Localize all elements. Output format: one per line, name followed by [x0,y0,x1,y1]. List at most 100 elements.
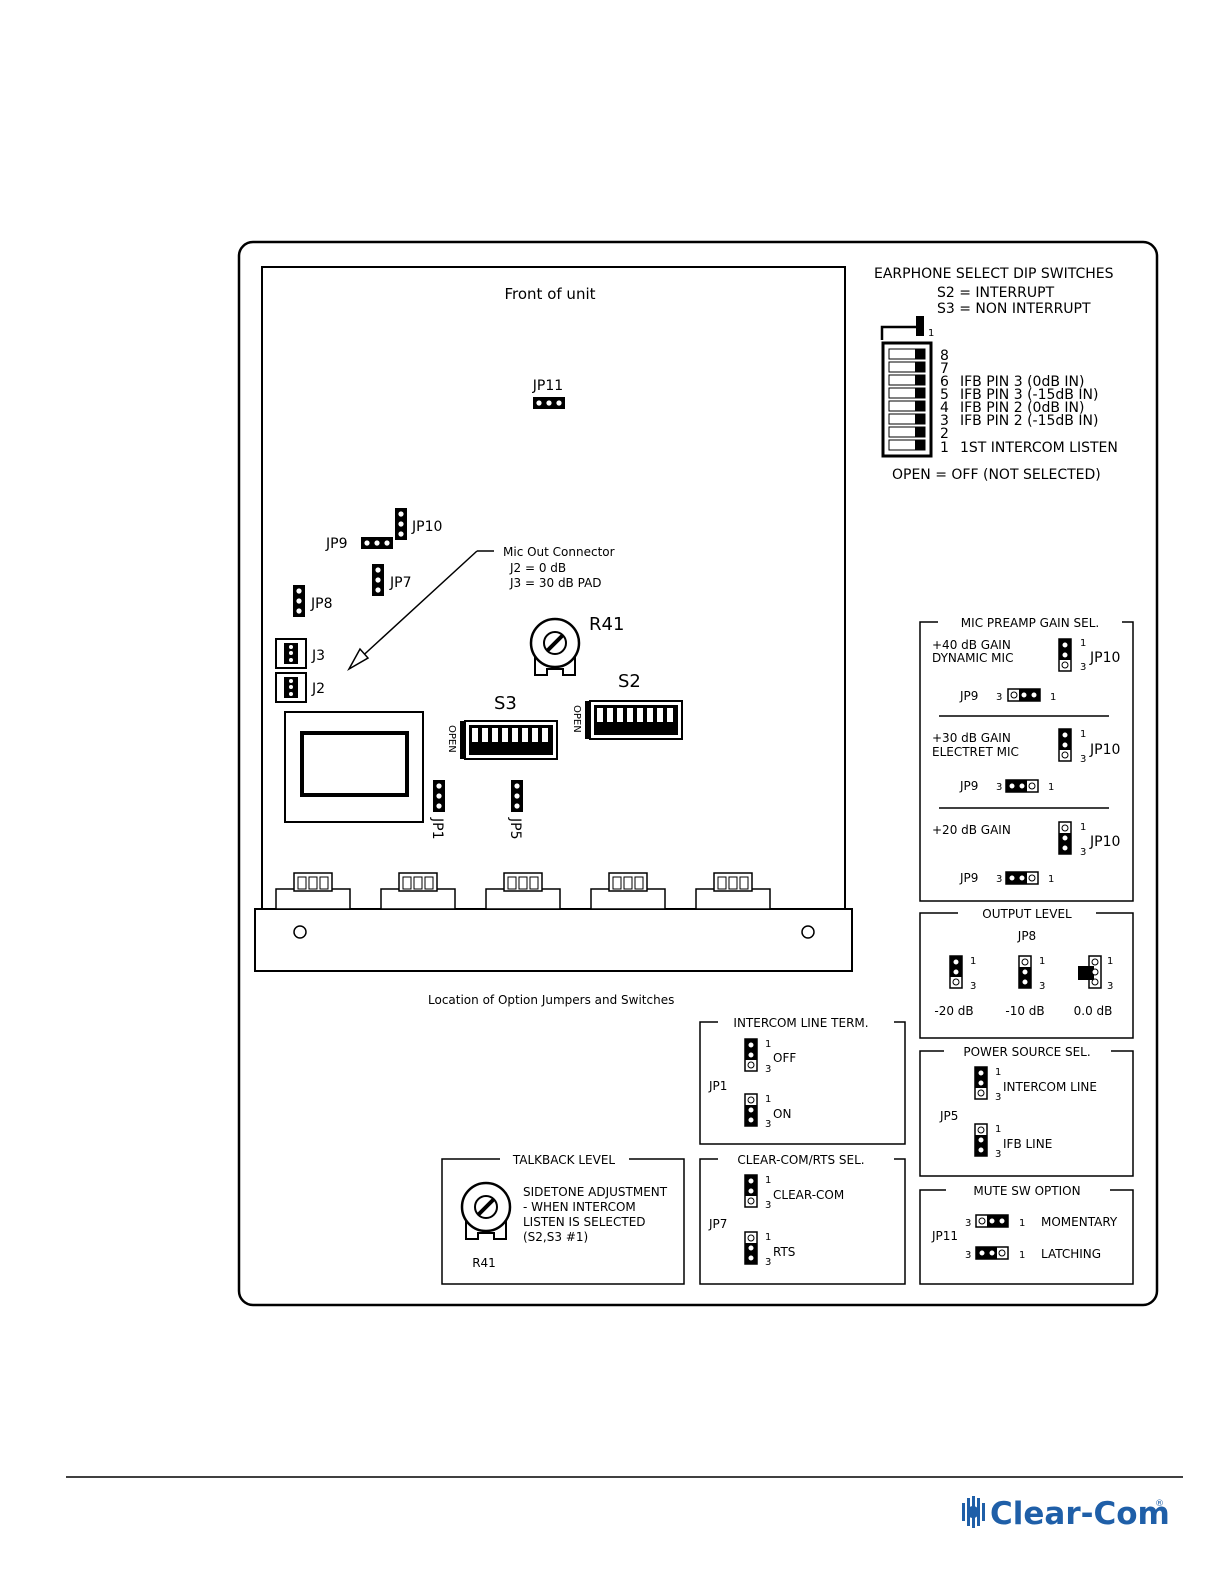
mute-option-section: MUTE SW OPTION 3 1 MOMENTARY JP11 3 1 LA… [919,1184,1134,1285]
mute-opt-latching: LATCHING [1041,1247,1101,1261]
dip-pos-2-num: 2 [940,426,949,442]
earphone-title: EARPHONE SELECT DIP SWITCHES [874,266,1114,282]
j3-label: J3 [311,648,325,664]
power-opt-intercom: INTERCOM LINE [1003,1080,1097,1094]
logo-text: Clear-Com [990,1496,1170,1532]
diagram-caption: Location of Option Jumpers and Switches [428,993,674,1007]
output-level-title: OUTPUT LEVEL [982,907,1072,921]
dip-pos-4-num: 4 [940,400,949,416]
svg-text:3: 3 [1080,754,1086,765]
mic-opt2-b: ELECTRET MIC [932,745,1019,759]
mic-opt1-b: DYNAMIC MIC [932,651,1013,665]
jp5-board-label: JP5 [507,817,523,839]
earphone-s3: S3 = NON INTERRUPT [937,301,1091,317]
talkback-line1: SIDETONE ADJUSTMENT [523,1185,668,1199]
clearcom-opt: CLEAR-COM [773,1188,844,1202]
talkback-section: TALKBACK LEVEL R41 SIDETONE ADJUSTMENT -… [441,1153,685,1285]
clearcom-rts-section: CLEAR-COM/RTS SEL. 1 3 CLEAR-COM JP7 1 3… [699,1153,906,1285]
svg-text:1: 1 [1080,822,1086,833]
svg-text:1: 1 [1050,692,1056,703]
talkback-line2: - WHEN INTERCOM [523,1200,636,1214]
jp9-board-label: JP9 [325,536,347,552]
svg-text:3: 3 [765,1064,771,1075]
svg-text:1: 1 [1048,874,1054,885]
earphone-open-note: OPEN = OFF (NOT SELECTED) [892,467,1101,483]
svg-text:3: 3 [996,874,1002,885]
svg-text:1: 1 [765,1094,771,1105]
svg-text:3: 3 [995,1092,1001,1103]
svg-text:3: 3 [765,1119,771,1130]
mic-opt2-a: +30 dB GAIN [932,731,1011,745]
dip-pos-1-num: 1 [940,440,949,456]
dip-pos-7-num: 7 [940,361,949,377]
mic-preamp-section: MIC PREAMP GAIN SEL. +40 dB GAIN DYNAMIC… [919,616,1134,902]
clearcom-rts-jp7: JP7 [708,1217,727,1231]
svg-text:1: 1 [1107,956,1113,967]
svg-text:3: 3 [965,1250,971,1261]
dip-pos-3-num: 3 [940,413,949,429]
mic-out-title: Mic Out Connector [503,545,615,559]
intercom-term-jp1: JP1 [708,1079,727,1093]
mic-preamp-title: MIC PREAMP GAIN SEL. [961,616,1099,630]
svg-text:1: 1 [1080,638,1086,649]
s2-label: S2 [618,671,641,692]
output-level-jp8: JP8 [1017,929,1036,943]
jp10-board-label: JP10 [411,519,442,535]
logo-registered: ® [1155,1499,1164,1509]
dip-pos-1-desc: 1ST INTERCOM LISTEN [960,440,1118,456]
svg-text:3: 3 [1107,981,1113,992]
svg-text:3: 3 [765,1257,771,1268]
s2-open-label: OPEN [571,705,582,733]
svg-text:1: 1 [1039,956,1045,967]
j2-label: J2 [311,681,325,697]
dip-pos-6-desc: IFB PIN 3 (0dB IN) [960,374,1084,390]
svg-text:1: 1 [970,956,976,967]
mic-out-line2: J3 = 30 dB PAD [509,576,602,590]
mute-jp11: JP11 [931,1229,958,1243]
dip-pos-3-desc: IFB PIN 2 (-15dB IN) [960,413,1098,429]
earphone-select-section: EARPHONE SELECT DIP SWITCHES S2 = INTERR… [874,266,1118,483]
mic-opt1-jp9: JP9 [959,689,978,703]
mic-opt2-jp9: JP9 [959,779,978,793]
intercom-term-section: INTERCOM LINE TERM. 1 3 OFF JP1 1 3 ON [699,1016,906,1145]
front-of-unit-label: Front of unit [505,285,596,303]
clearcom-rts-title: CLEAR-COM/RTS SEL. [737,1153,864,1167]
mic-opt1-a: +40 dB GAIN [932,638,1011,652]
output-opt-neg20: -20 dB [934,1004,973,1018]
mic-opt2-jp10: JP10 [1089,742,1120,758]
jp7-board-label: JP7 [389,575,411,591]
svg-text:1: 1 [765,1175,771,1186]
svg-text:3: 3 [970,981,976,992]
svg-text:1: 1 [765,1039,771,1050]
talkback-title: TALKBACK LEVEL [512,1153,616,1167]
rts-opt: RTS [773,1245,795,1259]
earphone-s2: S2 = INTERRUPT [937,285,1055,301]
talkback-line3: LISTEN IS SELECTED [523,1215,646,1229]
mic-opt3-jp10: JP10 [1089,834,1120,850]
intercom-term-off: OFF [773,1051,796,1065]
dip-pos-6-num: 6 [940,374,949,390]
svg-text:1: 1 [1019,1218,1025,1229]
talkback-r41: R41 [472,1256,496,1270]
svg-text:1: 1 [995,1067,1001,1078]
svg-text:3: 3 [996,692,1002,703]
intercom-term-title: INTERCOM LINE TERM. [733,1016,868,1030]
svg-text:3: 3 [995,1149,1001,1160]
mic-out-line1: J2 = 0 dB [509,561,566,575]
jp1-board-label: JP1 [429,817,445,839]
s3-label: S3 [494,693,517,714]
s3-open-label: OPEN [446,725,457,753]
output-opt-0: 0.0 dB [1074,1004,1113,1018]
clear-com-logo: Clear-Com ® [962,1496,1170,1532]
dip-pin1-mark: 1 [928,328,934,339]
power-source-jp5: JP5 [939,1109,958,1123]
svg-text:1: 1 [1048,782,1054,793]
svg-text:1: 1 [995,1124,1001,1135]
svg-text:3: 3 [765,1200,771,1211]
svg-text:3: 3 [965,1218,971,1229]
dip-pos-5-num: 5 [940,387,949,403]
dip-pos-4-desc: IFB PIN 2 (0dB IN) [960,400,1084,416]
power-opt-ifb: IFB LINE [1003,1137,1052,1151]
intercom-term-on: ON [773,1107,791,1121]
